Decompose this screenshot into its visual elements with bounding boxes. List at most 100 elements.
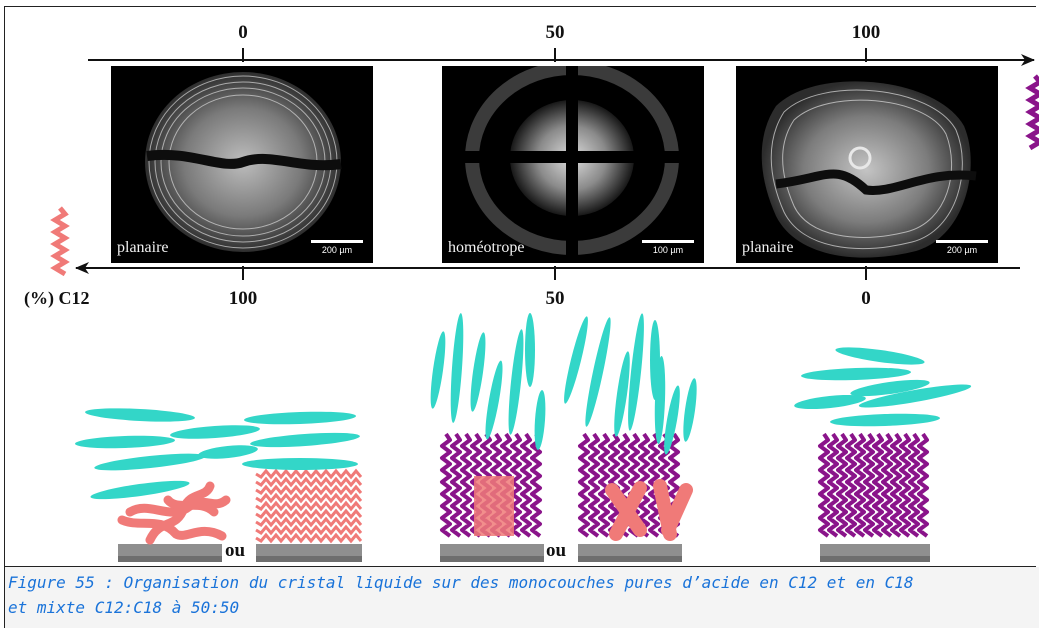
substrate-edge — [256, 556, 362, 562]
ordered-c12-row — [255, 500, 363, 512]
liquid-crystal-molecule — [85, 408, 195, 422]
scale-bar: 200 µm — [936, 240, 988, 255]
substrate-edge — [578, 556, 682, 562]
alkyl-chain — [890, 432, 902, 538]
substrate-edge — [118, 556, 222, 562]
liquid-crystal-molecule — [830, 413, 940, 427]
liquid-crystal-molecule — [485, 360, 503, 440]
liquid-crystal-molecule — [90, 480, 190, 500]
alkyl-chain — [598, 432, 610, 538]
liquid-crystal-molecule — [628, 313, 644, 431]
liquid-crystal-molecule — [614, 351, 630, 437]
liquid-crystal-molecule — [664, 385, 680, 455]
schematic-organisation — [75, 313, 972, 562]
alkyl-chain — [872, 432, 884, 538]
liquid-crystal-molecule — [858, 384, 972, 408]
ordered-c12-row — [255, 516, 363, 528]
liquid-crystal-molecule — [430, 331, 446, 409]
ordered-c12-row — [255, 532, 363, 544]
c12-chain-cluster — [661, 483, 693, 537]
micrograph-mixed-homeotropic: homéotrope 100 µm — [442, 66, 704, 263]
substrate-edge — [440, 556, 544, 562]
liquid-crystal-molecule — [794, 394, 866, 410]
alkyl-chain — [836, 432, 848, 538]
liquid-crystal-molecule — [525, 313, 535, 387]
scale-bar: 100 µm — [642, 240, 694, 255]
liquid-crystal-molecule — [244, 411, 356, 425]
c18-chain-legend — [1025, 74, 1039, 151]
alkyl-chain — [881, 432, 893, 538]
alkyl-chain — [917, 432, 929, 538]
alkyl-chain — [845, 432, 857, 538]
bottom-axis-tick-0: 0 — [861, 288, 871, 309]
micrograph-c12-planar: planaire 200 µm — [111, 66, 373, 263]
micrograph-label: planaire — [742, 239, 794, 256]
liquid-crystal-molecule — [242, 458, 358, 470]
alkyl-chain — [450, 432, 462, 538]
micrograph-image — [761, 81, 977, 258]
micrograph-image — [145, 72, 342, 252]
alkyl-chain — [854, 432, 866, 538]
liquid-crystal-molecule — [170, 425, 260, 439]
alkyl-chain — [520, 432, 532, 538]
liquid-crystal-molecule — [198, 445, 258, 459]
ordered-c12-row — [255, 468, 363, 480]
liquid-crystal-molecule — [470, 332, 486, 412]
substrate-edge — [820, 556, 930, 562]
figure-diagram — [50, 48, 1039, 562]
micrograph-label: homéotrope — [448, 239, 525, 256]
alkyl-chain — [588, 432, 600, 538]
alkyl-chain — [818, 432, 830, 538]
ordered-c12-row — [255, 508, 363, 520]
figure-caption: Figure 55 : Organisation du cristal liqu… — [4, 567, 1039, 628]
micrograph-image — [462, 66, 684, 263]
liquid-crystal-molecule — [683, 378, 697, 442]
c12-chain-legend — [50, 206, 70, 277]
disordered-c12-chain — [117, 515, 227, 541]
liquid-crystal-molecule — [654, 356, 666, 444]
liquid-crystal-molecule — [564, 316, 588, 404]
micrograph-c18-planar: planaire 200 µm — [736, 66, 998, 263]
bottom-axis-label: (%) C12 — [24, 288, 90, 308]
top-axis-tick-0: 0 — [238, 22, 248, 43]
ordered-c12-row — [255, 524, 363, 536]
or-separator-left: ou — [225, 540, 246, 561]
liquid-crystal-molecule — [801, 367, 911, 381]
scale-bar-text: 200 µm — [946, 245, 978, 255]
alkyl-chain — [863, 432, 875, 538]
bottom-axis-tick-100: 100 — [228, 288, 258, 309]
c12-domain — [474, 476, 514, 536]
or-separator-middle: ou — [546, 540, 567, 561]
liquid-crystal-molecule — [585, 317, 611, 427]
scale-bar: 200 µm — [311, 240, 363, 255]
alkyl-chain — [440, 432, 452, 538]
scale-bar-text: 100 µm — [652, 245, 684, 255]
alkyl-chain — [827, 432, 839, 538]
ordered-c12-row — [255, 484, 363, 496]
ordered-c12-row — [255, 476, 363, 488]
liquid-crystal-molecule — [75, 435, 175, 449]
c12-chain-symbol — [50, 206, 70, 277]
alkyl-chain — [578, 432, 590, 538]
disordered-c12-chain — [163, 495, 219, 517]
liquid-crystal-molecule — [250, 432, 360, 448]
ordered-c12-row — [255, 492, 363, 504]
liquid-crystal-molecule — [850, 379, 930, 397]
c12-chain-cluster — [609, 481, 647, 541]
top-axis-tick-100: 100 — [851, 22, 881, 43]
alkyl-chain — [899, 432, 911, 538]
liquid-crystal-molecule — [835, 347, 925, 365]
top-axis-tick-50: 50 — [545, 22, 565, 43]
liquid-crystal-molecule — [534, 390, 546, 450]
alkyl-chain — [530, 432, 542, 538]
liquid-crystal-molecule — [450, 313, 464, 423]
bottom-axis-tick-50: 50 — [545, 288, 565, 309]
scale-bar-text: 200 µm — [321, 245, 353, 255]
micrograph-label: planaire — [117, 239, 169, 256]
liquid-crystal-molecule — [94, 453, 206, 471]
liquid-crystal-molecule — [508, 329, 524, 435]
c18-chain-symbol — [1025, 74, 1039, 151]
alkyl-chain — [908, 432, 920, 538]
caption-line-2: et mixte C12:C18 à 50:50 — [8, 598, 240, 617]
alkyl-chain — [460, 432, 472, 538]
